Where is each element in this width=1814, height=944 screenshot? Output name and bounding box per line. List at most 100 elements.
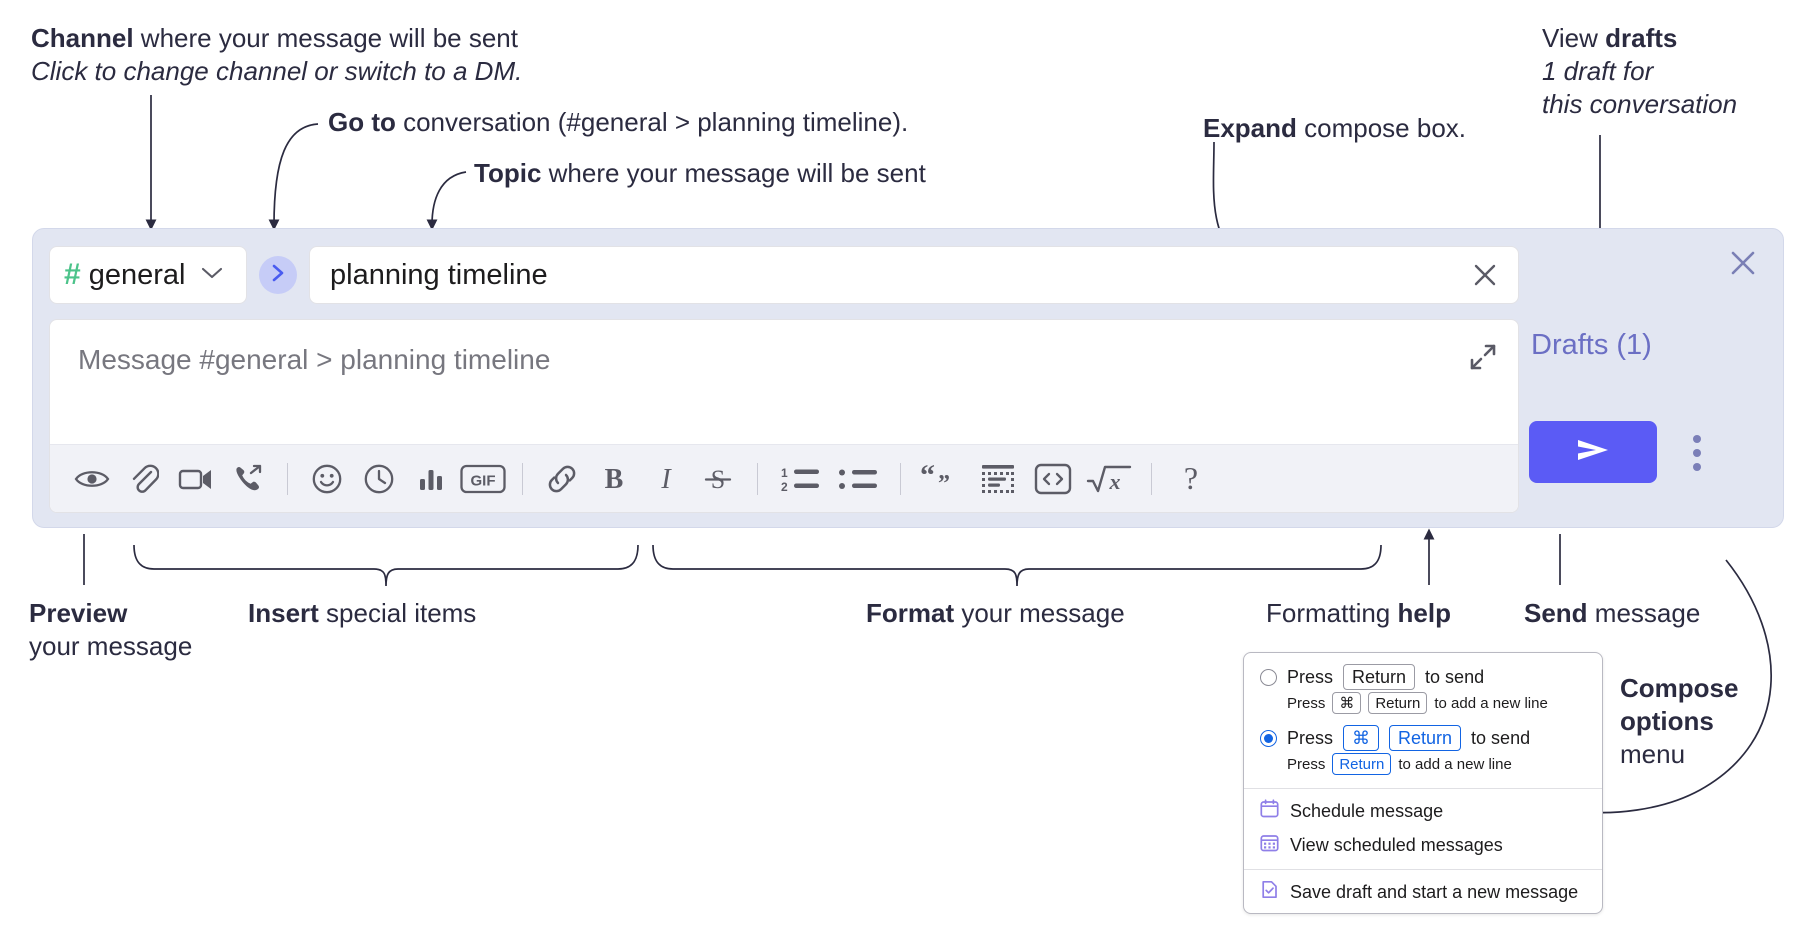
compose-panel: # general planning timeline Message #g xyxy=(32,228,1784,528)
radio-icon-selected[interactable] xyxy=(1260,729,1277,747)
video-camera-icon[interactable] xyxy=(170,453,222,505)
key-command: ⌘ xyxy=(1343,725,1380,751)
bold-icon[interactable]: B xyxy=(588,453,640,505)
annotation-drafts-italic2: this conversation xyxy=(1542,88,1738,119)
key-command: ⌘ xyxy=(1332,692,1362,714)
gif-icon[interactable]: GIF xyxy=(457,453,509,505)
separator xyxy=(1151,462,1152,495)
annotation-formatting-help-bold: help xyxy=(1397,598,1451,628)
svg-text:x: x xyxy=(1109,469,1121,494)
annotation-channel-bold: Channel xyxy=(31,23,134,53)
channel-selector[interactable]: # general xyxy=(49,246,247,304)
send-button[interactable] xyxy=(1529,421,1657,483)
radio-icon[interactable] xyxy=(1260,668,1277,686)
go-to-conversation-button[interactable] xyxy=(259,256,297,294)
close-icon[interactable] xyxy=(1468,258,1502,292)
phone-forward-icon[interactable] xyxy=(222,453,274,505)
svg-text:“: “ xyxy=(920,463,935,492)
separator xyxy=(522,462,523,495)
annotation-channel-rest: where your message will be sent xyxy=(133,23,518,53)
send-paper-plane-icon xyxy=(1570,434,1616,471)
italic-icon[interactable]: I xyxy=(640,453,692,505)
annotation-expand-bold: Expand xyxy=(1203,113,1297,143)
message-placeholder: Message #general > planning timeline xyxy=(78,344,551,375)
chevron-down-icon xyxy=(201,266,223,285)
preview-button[interactable] xyxy=(66,453,118,505)
drafts-link[interactable]: Drafts (1) xyxy=(1531,329,1652,361)
code-brackets-icon[interactable] xyxy=(1026,453,1080,505)
menu-divider xyxy=(1244,788,1602,789)
svg-text:GIF: GIF xyxy=(471,472,496,489)
bulleted-list-icon[interactable] xyxy=(829,453,887,505)
sub-prefix: Press xyxy=(1287,694,1326,712)
menu-option-sub-line: Press ⌘ Return to add a new line xyxy=(1244,690,1602,720)
annotation-format-rest: your message xyxy=(954,598,1125,628)
annotation-topic-rest: where your message will be sent xyxy=(541,158,926,188)
annotation-insert: Insert special items xyxy=(248,597,476,630)
menu-item-schedule-message[interactable]: Schedule message xyxy=(1244,794,1602,828)
menu-option-return-to-send[interactable]: Press Return to send xyxy=(1244,659,1602,690)
clock-icon[interactable] xyxy=(353,453,405,505)
separator xyxy=(900,462,901,495)
svg-text:I: I xyxy=(660,464,672,495)
svg-text:”: ” xyxy=(938,471,950,495)
menu-item-label: Save draft and start a new message xyxy=(1290,881,1579,902)
compose-options-button[interactable] xyxy=(1679,429,1715,477)
annotation-preview-bold: Preview xyxy=(29,598,128,628)
message-input-box[interactable]: Message #general > planning timeline xyxy=(49,319,1519,513)
sub-suffix: to add a new line xyxy=(1434,694,1548,712)
annotation-formatting-help-plain: Formatting xyxy=(1266,598,1398,628)
question-mark-icon[interactable]: ? xyxy=(1165,453,1217,505)
annotation-insert-bold: Insert xyxy=(248,598,319,628)
menu-item-save-draft[interactable]: Save draft and start a new message xyxy=(1244,875,1602,909)
chevron-right-icon xyxy=(270,263,286,288)
key-return: Return xyxy=(1332,753,1392,775)
channel-name: general xyxy=(88,258,186,291)
compose-options-menu: Press Return to send Press ⌘ Return to a… xyxy=(1243,652,1603,914)
annotation-send-rest: message xyxy=(1587,598,1701,628)
sub-prefix: Press xyxy=(1287,755,1326,773)
separator xyxy=(757,462,758,495)
strikethrough-icon[interactable]: S xyxy=(692,453,744,505)
vertical-ellipsis-dot xyxy=(1693,463,1701,471)
attach-button[interactable] xyxy=(118,453,170,505)
annotation-drafts-plain: View xyxy=(1542,23,1606,53)
square-root-x-icon[interactable]: x xyxy=(1080,453,1138,505)
annotation-channel: Channel where your message will be sent … xyxy=(31,22,522,88)
quote-icon[interactable]: “” xyxy=(914,453,970,505)
bar-chart-icon[interactable] xyxy=(405,453,457,505)
vertical-ellipsis-dot xyxy=(1693,435,1701,443)
calendar-grid-icon xyxy=(1260,833,1279,857)
annotation-goto: Go to conversation (#general > planning … xyxy=(328,106,908,139)
annotation-topic: Topic where your message will be sent xyxy=(474,157,926,190)
annotation-expand: Expand compose box. xyxy=(1203,112,1466,145)
menu-option-cmd-return-to-send[interactable]: Press ⌘ Return to send xyxy=(1244,720,1602,751)
vertical-ellipsis-dot xyxy=(1693,449,1701,457)
annotation-goto-bold: Go to xyxy=(328,107,396,137)
key-return: Return xyxy=(1343,664,1416,690)
menu-item-label: View scheduled messages xyxy=(1290,834,1503,855)
menu-item-view-scheduled-messages[interactable]: View scheduled messages xyxy=(1244,828,1602,862)
compose-right-rail: Drafts (1) xyxy=(1517,229,1783,527)
annotation-format-bold: Format xyxy=(866,598,955,628)
annotation-channel-italic: Click to change channel or switch to a D… xyxy=(31,55,523,86)
smiley-icon[interactable] xyxy=(301,453,353,505)
svg-text:1: 1 xyxy=(781,466,788,480)
annotation-drafts-bold: drafts xyxy=(1605,23,1678,53)
option-prefix: Press xyxy=(1287,666,1334,687)
close-icon[interactable] xyxy=(1727,247,1759,279)
annotation-preview-rest: your message xyxy=(29,630,193,661)
annotation-send-bold: Send xyxy=(1524,598,1588,628)
formatting-help-label: ? xyxy=(1183,460,1199,496)
annotation-goto-rest: conversation (#general > planning timeli… xyxy=(395,107,909,137)
option-suffix: to send xyxy=(1471,727,1531,748)
annotation-format: Format your message xyxy=(866,597,1125,630)
annotation-compose-options-bold1: Compose xyxy=(1620,673,1739,703)
menu-option-sub-line: Press Return to add a new line xyxy=(1244,751,1602,781)
link-icon[interactable] xyxy=(536,453,588,505)
code-block-icon[interactable] xyxy=(970,453,1026,505)
topic-field[interactable]: planning timeline xyxy=(309,246,1519,304)
expand-icon[interactable] xyxy=(1466,340,1500,374)
annotation-preview: Preview your message xyxy=(29,597,192,663)
